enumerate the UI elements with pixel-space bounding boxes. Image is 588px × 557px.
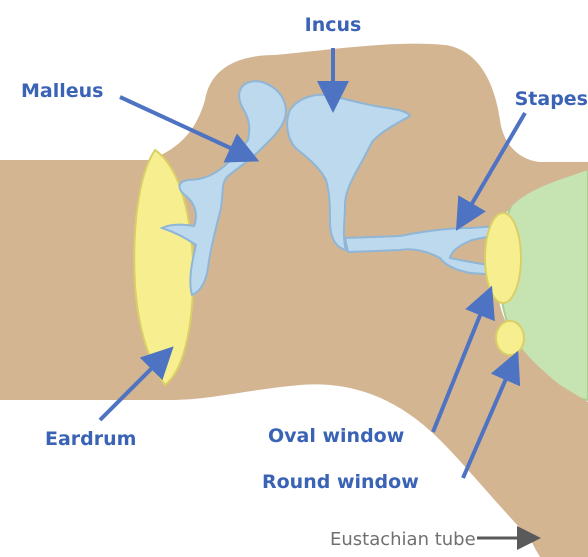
label-stapes: Stapes <box>515 88 588 110</box>
label-incus: Incus <box>305 14 362 36</box>
oval-window-shape <box>485 213 521 303</box>
label-oval-window: Oval window <box>268 425 404 447</box>
label-eardrum: Eardrum <box>45 428 136 450</box>
label-malleus: Malleus <box>21 80 103 102</box>
label-round-window: Round window <box>262 471 419 493</box>
label-eustachian-tube: Eustachian tube <box>330 529 476 550</box>
round-window-shape <box>496 321 524 355</box>
